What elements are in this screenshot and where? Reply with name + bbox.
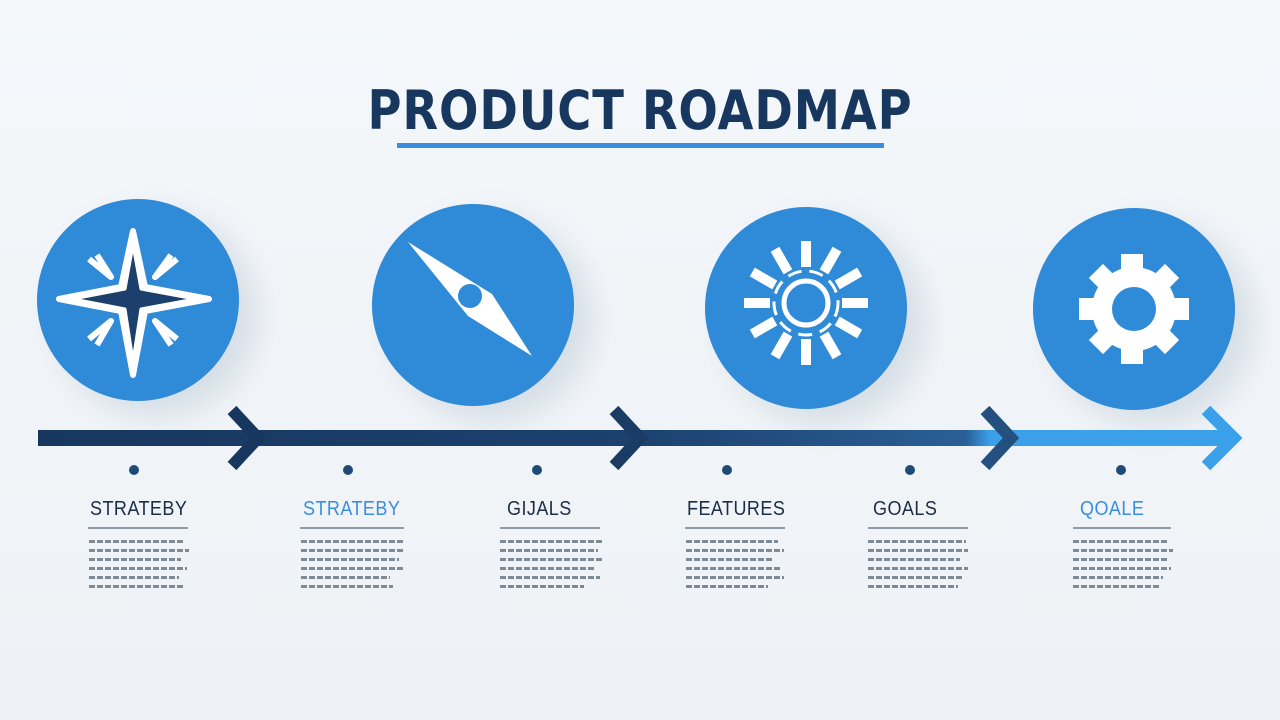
stage-description <box>500 540 602 594</box>
label-divider <box>685 527 785 529</box>
timeline-dot <box>905 465 915 475</box>
strategy-circle <box>37 199 239 401</box>
label-divider <box>868 527 968 529</box>
stage-label: STRATEBY <box>303 498 401 520</box>
stage-label: GIJALS <box>507 498 572 520</box>
stage-description <box>868 540 968 594</box>
compass-needle-icon <box>408 242 532 356</box>
stage-description <box>686 540 784 594</box>
goals-circle <box>1033 208 1235 410</box>
compass-star-icon <box>56 228 212 378</box>
timeline-dot <box>532 465 542 475</box>
direction-circle <box>372 204 574 406</box>
page-title: PRODUCT ROADMAP <box>367 79 913 142</box>
timeline-dot <box>129 465 139 475</box>
title-underline <box>397 143 884 148</box>
stage-description <box>1073 540 1173 594</box>
stage-label: GOALS <box>873 498 938 520</box>
stage-description <box>301 540 405 594</box>
stage-label: FEATURES <box>687 498 786 520</box>
stage-label: QOALE <box>1080 498 1145 520</box>
timeline-dot <box>1116 465 1126 475</box>
gear-icon <box>1079 254 1189 364</box>
timeline-dot <box>722 465 732 475</box>
timeline-dot <box>343 465 353 475</box>
sunburst-gear-icon <box>744 241 868 365</box>
stage-label: STRATEBY <box>90 498 188 520</box>
label-divider <box>500 527 600 529</box>
timeline-arrowhead <box>1201 405 1243 471</box>
stage-description <box>89 540 189 594</box>
timeline-chevron <box>609 405 649 471</box>
label-divider <box>88 527 188 529</box>
label-divider <box>1073 527 1171 529</box>
label-divider <box>300 527 404 529</box>
features-circle <box>705 207 907 409</box>
timeline-chevron <box>980 405 1020 471</box>
timeline-chevron <box>227 405 267 471</box>
